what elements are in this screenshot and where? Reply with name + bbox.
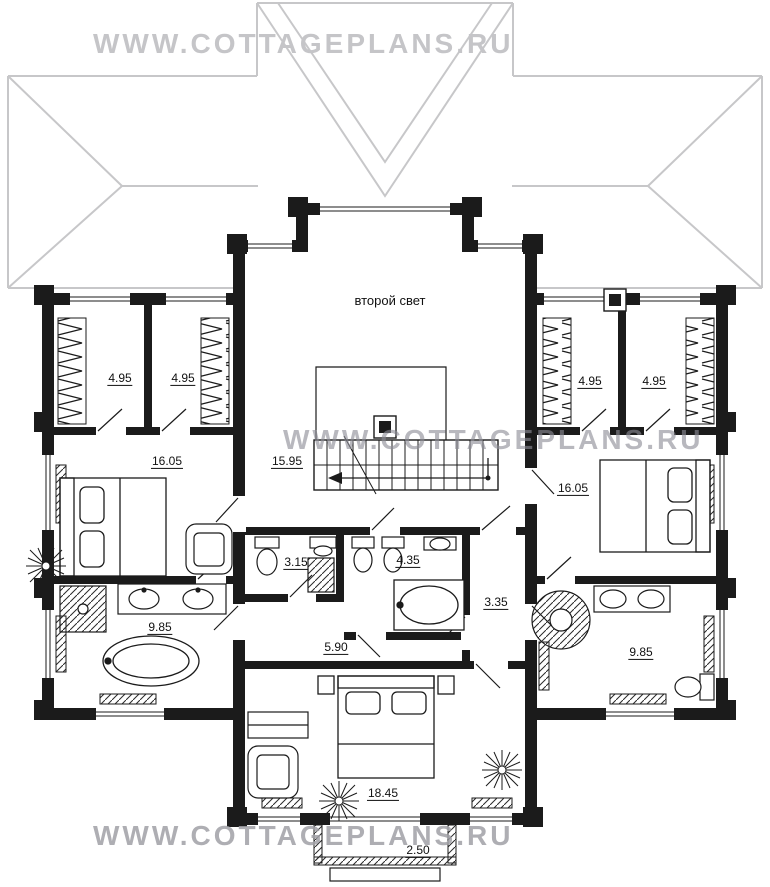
room-area-bathroom-left: 9.85 — [147, 619, 173, 636]
sink-bath — [423, 536, 457, 551]
wardrobe-shelving — [57, 317, 715, 425]
balcony-railing — [313, 824, 457, 882]
vanity-left — [117, 583, 227, 615]
room-title-second-light: второй свет — [354, 292, 426, 308]
bed-left — [59, 477, 167, 577]
shower-left — [59, 585, 107, 633]
room-area-bedroom-right: 16.05 — [556, 480, 590, 497]
stairs — [313, 366, 499, 495]
bathtub-center — [393, 579, 465, 631]
doors — [96, 408, 674, 689]
room-area-corridor-center: 5.90 — [323, 639, 349, 656]
shower-right — [531, 590, 591, 650]
sink-wc — [309, 536, 337, 557]
plant-icon — [318, 780, 360, 822]
room-area-closet-left-1: 4.95 — [107, 370, 133, 387]
plant-icon — [25, 545, 67, 587]
room-area-corridor-right: 3.35 — [483, 594, 509, 611]
second-light-opening — [315, 366, 447, 440]
room-area-bedroom-left: 16.05 — [150, 453, 184, 470]
bed-right — [599, 459, 711, 553]
chimney — [373, 288, 627, 439]
shower-tray-wc — [307, 557, 335, 593]
room-area-bedroom-bottom: 18.45 — [366, 785, 400, 802]
dresser-bottom — [247, 711, 309, 739]
windows — [41, 202, 729, 826]
toilet-right — [674, 673, 715, 701]
bed-bottom — [317, 675, 455, 779]
room-area-wc: 3.15 — [283, 554, 309, 571]
room-area-bathroom-right: 9.85 — [628, 644, 654, 661]
window-sill-lines — [45, 206, 725, 822]
armchair-bottom — [247, 745, 299, 799]
bathtub-left — [102, 635, 200, 687]
toilet-bath — [351, 536, 375, 573]
plant-icon — [481, 749, 523, 791]
room-area-closet-left-2: 4.95 — [170, 370, 196, 387]
room-area-closet-right-1: 4.95 — [577, 373, 603, 390]
room-area-bathroom-center: 4.35 — [395, 552, 421, 569]
stairs-direction-arrow — [340, 458, 489, 479]
room-area-closet-right-2: 4.95 — [641, 373, 667, 390]
armchair-left — [185, 523, 233, 575]
vanity-right — [593, 585, 671, 613]
roof-outline — [7, 2, 763, 289]
toilet-wc — [254, 536, 280, 576]
room-area-balcony: 2.50 — [405, 842, 431, 859]
room-area-hall-stairs: 15.95 — [270, 453, 304, 470]
bidet-bath — [381, 536, 405, 573]
